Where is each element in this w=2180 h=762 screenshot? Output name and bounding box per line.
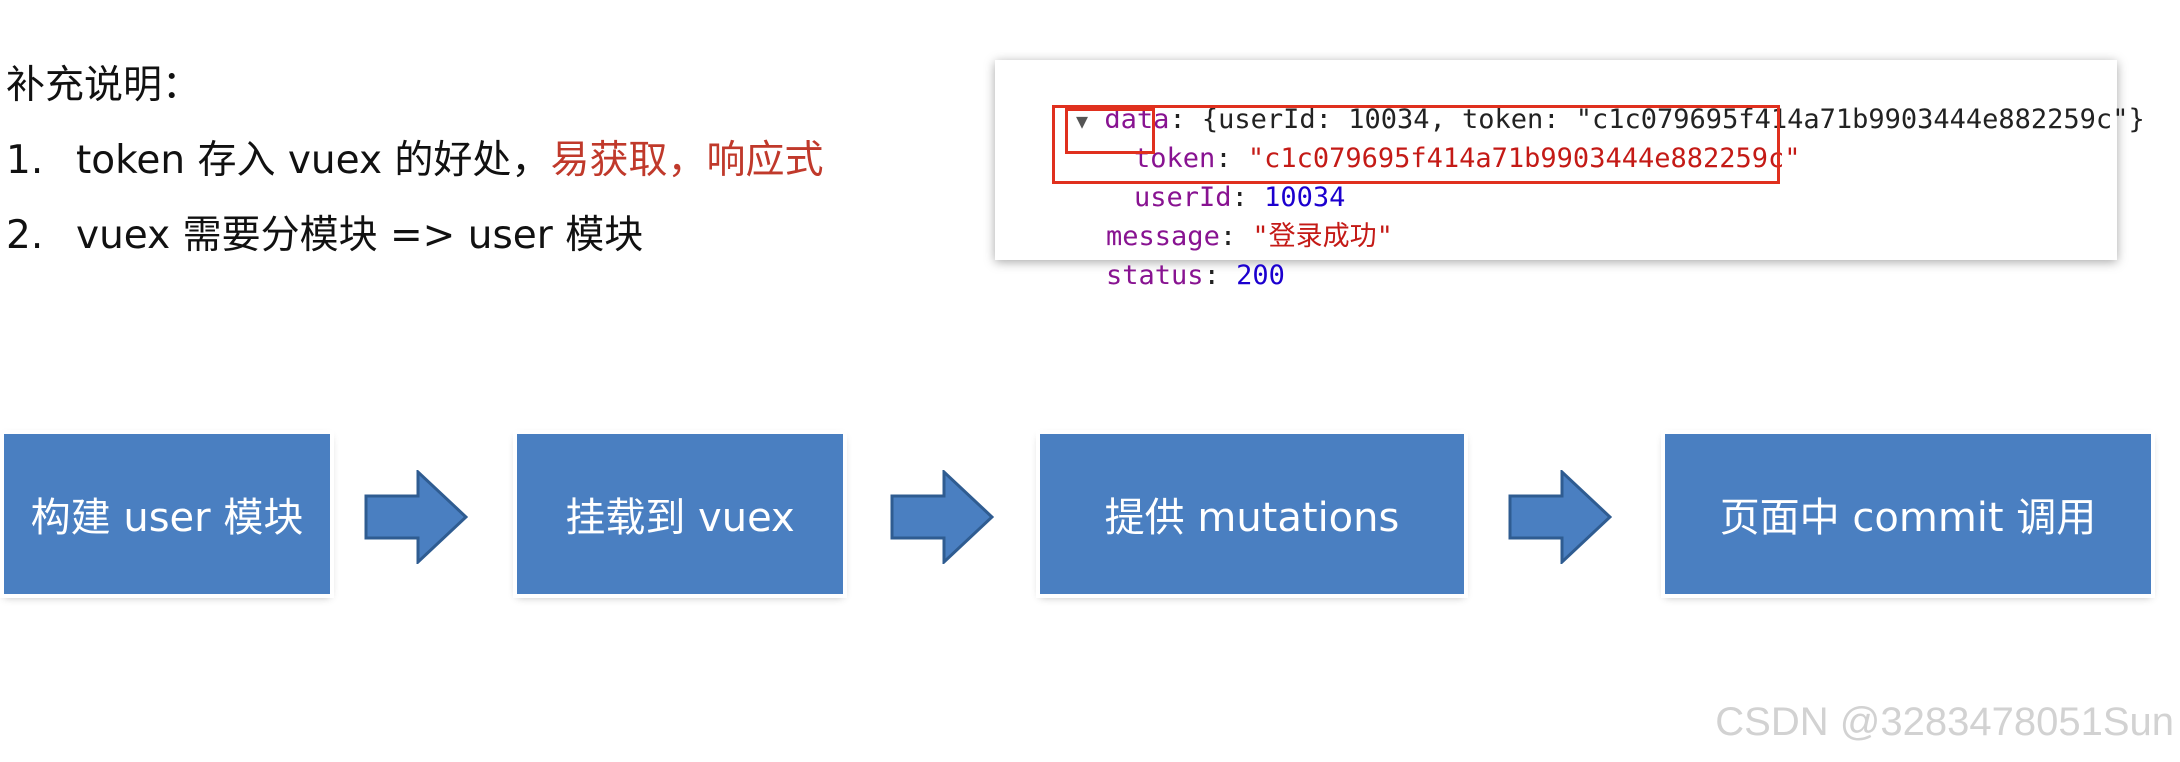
flow-arrow-icon — [364, 470, 468, 564]
notes-section: 补充说明： 1. token 存入 vuex 的好处，易获取，响应式 2. vuex… — [6, 48, 823, 273]
status-key: status — [1106, 260, 1204, 291]
console-status-line: status: 200 — [1106, 260, 1285, 291]
token-value: "c1c079695f414a71b9903444e882259c" — [1247, 143, 1801, 174]
console-token-line: token: "c1c079695f414a71b9903444e882259c… — [1134, 143, 1801, 174]
notes-heading: 补充说明： — [6, 63, 202, 108]
note-item-1: 1. token 存入 vuex 的好处，易获取，响应式 — [6, 123, 823, 198]
message-key: message — [1106, 221, 1220, 252]
console-message-line: message: "登录成功" — [1106, 221, 1393, 252]
expand-triangle-icon[interactable]: ▼ — [1076, 109, 1089, 133]
data-summary: {userId: 10034, token: "c1c079695f414a71… — [1201, 104, 2145, 135]
flow-arrow-icon — [890, 470, 994, 564]
console-userid-line: userId: 10034 — [1134, 182, 1346, 213]
flow-step-2: 挂载到 vuex — [517, 434, 843, 594]
note-number: 2. — [6, 213, 44, 258]
status-value: 200 — [1236, 260, 1285, 291]
userid-value: 10034 — [1264, 182, 1346, 213]
note-text: vuex 需要分模块 => user 模块 — [76, 213, 644, 258]
flow-step-4: 页面中 commit 调用 — [1665, 434, 2151, 594]
token-key: token — [1134, 143, 1216, 174]
note-item-2: 2. vuex 需要分模块 => user 模块 — [6, 198, 823, 273]
userid-key: userId — [1134, 182, 1232, 213]
flow-arrow-icon — [1508, 470, 1612, 564]
console-response-panel: ▼ data: {userId: 10034, token: "c1c07969… — [995, 60, 2145, 291]
note-number: 1. — [6, 138, 44, 183]
watermark: CSDN @3283478051Sun — [1715, 700, 2174, 744]
note-text: token 存入 vuex 的好处， — [76, 138, 551, 183]
console-data-line[interactable]: ▼ data: {userId: 10034, token: "c1c07969… — [1076, 104, 2145, 135]
message-value: "登录成功" — [1252, 221, 1393, 252]
flow-step-1: 构建 user 模块 — [4, 434, 330, 594]
flow-step-3: 提供 mutations — [1040, 434, 1464, 594]
note-highlight: 易获取，响应式 — [550, 138, 824, 183]
token-key-highlight-box — [1065, 108, 1155, 154]
token-highlight-box — [1052, 105, 1780, 184]
